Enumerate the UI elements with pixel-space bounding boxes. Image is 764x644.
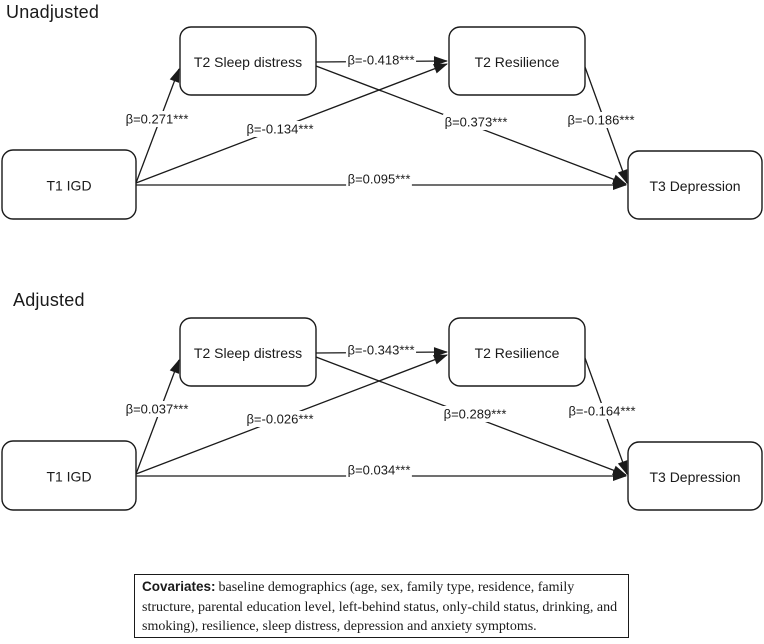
edge-label-text-sleep-to-depression: β=0.373*** xyxy=(445,115,508,130)
node-t3-depression: T3 Depression xyxy=(627,150,763,220)
edge-label-sleep-to-depression: β=0.373*** xyxy=(443,114,509,130)
edge-label-text-sleep-to-depression: β=0.289*** xyxy=(444,407,507,422)
node-box-t3-depression xyxy=(627,150,763,220)
edge-label-bg-igd-to-resilience xyxy=(244,411,316,427)
edge-label-sleep-to-depression: β=0.289*** xyxy=(442,406,508,422)
edge-label-igd-to-resilience: β=-0.134*** xyxy=(244,121,316,137)
covariates-note: Covariates:baseline demographics (age, s… xyxy=(134,574,629,638)
edge-label-bg-sleep-to-resilience xyxy=(345,52,417,68)
edge-label-bg-igd-to-depression xyxy=(346,462,412,478)
edge-label-bg-sleep-to-depression xyxy=(442,406,508,422)
edge-label-text-sleep-to-resilience: β=-0.418*** xyxy=(347,53,414,68)
edge-label-bg-sleep-to-depression xyxy=(443,114,509,130)
edge-label-sleep-to-resilience: β=-0.343*** xyxy=(345,342,417,358)
edge-label-bg-sleep-to-resilience xyxy=(345,342,417,358)
node-t1-igd: T1 IGD xyxy=(1,440,137,511)
edge-label-resilience-to-depression: β=-0.164*** xyxy=(566,403,638,419)
node-t3-depression: T3 Depression xyxy=(627,441,763,511)
node-box-t2-resilience xyxy=(448,26,586,96)
edge-label-text-igd-to-resilience: β=-0.026*** xyxy=(246,412,313,427)
edge-label-bg-igd-to-sleep xyxy=(124,111,190,127)
edge-label-bg-resilience-to-depression xyxy=(565,112,637,128)
edge-label-bg-igd-to-depression xyxy=(346,171,412,187)
node-box-t2-sleep-distress xyxy=(179,317,317,387)
node-label-t1-igd: T1 IGD xyxy=(46,178,91,194)
node-label-t2-sleep-distress: T2 Sleep distress xyxy=(194,54,302,70)
node-box-t1-igd xyxy=(1,149,137,220)
edge-label-text-igd-to-sleep: β=0.037*** xyxy=(126,402,189,417)
edge-label-igd-to-sleep: β=0.271*** xyxy=(124,111,190,127)
node-box-t1-igd xyxy=(1,440,137,511)
panel-unadjusted: T1 IGD T2 Sleep distress T2 Resilience T3 D… xyxy=(1,26,763,220)
edge-label-bg-igd-to-resilience xyxy=(244,121,316,137)
node-t2-sleep-distress: T2 Sleep distress xyxy=(179,317,317,387)
node-label-t2-resilience: T2 Resilience xyxy=(475,345,560,361)
panel-adjusted: T1 IGD T2 Sleep distress T2 Resilience T3 D… xyxy=(1,317,763,511)
node-box-t2-resilience xyxy=(448,317,586,387)
node-t2-resilience: T2 Resilience xyxy=(448,26,586,96)
edge-label-text-igd-to-depression: β=0.095*** xyxy=(348,172,411,187)
edge-label-text-igd-to-depression: β=0.034*** xyxy=(348,463,411,478)
node-label-t3-depression: T3 Depression xyxy=(649,469,740,485)
node-label-t1-igd: T1 IGD xyxy=(46,469,91,485)
node-box-t3-depression xyxy=(627,441,763,511)
node-label-t2-sleep-distress: T2 Sleep distress xyxy=(194,345,302,361)
edge-label-text-igd-to-sleep: β=0.271*** xyxy=(126,112,189,127)
node-box-t2-sleep-distress xyxy=(179,26,317,96)
covariates-note-text: baseline demographics (age, sex, family … xyxy=(142,580,618,634)
node-t2-sleep-distress: T2 Sleep distress xyxy=(179,26,317,96)
node-label-t2-resilience: T2 Resilience xyxy=(475,54,560,70)
node-t2-resilience: T2 Resilience xyxy=(448,317,586,387)
edge-label-text-sleep-to-resilience: β=-0.343*** xyxy=(347,343,414,358)
edge-label-text-igd-to-resilience: β=-0.134*** xyxy=(246,122,313,137)
edge-label-text-resilience-to-depression: β=-0.186*** xyxy=(567,113,634,128)
edge-label-bg-resilience-to-depression xyxy=(566,403,638,419)
edge-label-igd-to-depression: β=0.034*** xyxy=(346,462,412,478)
node-label-t3-depression: T3 Depression xyxy=(649,178,740,194)
edge-label-bg-igd-to-sleep xyxy=(124,401,190,417)
edge-label-igd-to-sleep: β=0.037*** xyxy=(124,401,190,417)
edge-label-igd-to-resilience: β=-0.026*** xyxy=(244,411,316,427)
covariates-note-label: Covariates: xyxy=(142,579,216,594)
node-t1-igd: T1 IGD xyxy=(1,149,137,220)
edge-label-text-resilience-to-depression: β=-0.164*** xyxy=(568,404,635,419)
edge-label-igd-to-depression: β=0.095*** xyxy=(346,171,412,187)
edge-label-sleep-to-resilience: β=-0.418*** xyxy=(345,52,417,68)
panel-title-unadjusted: Unadjusted xyxy=(6,2,100,22)
panel-title-adjusted: Adjusted xyxy=(13,290,85,310)
edge-label-resilience-to-depression: β=-0.186*** xyxy=(565,112,637,128)
